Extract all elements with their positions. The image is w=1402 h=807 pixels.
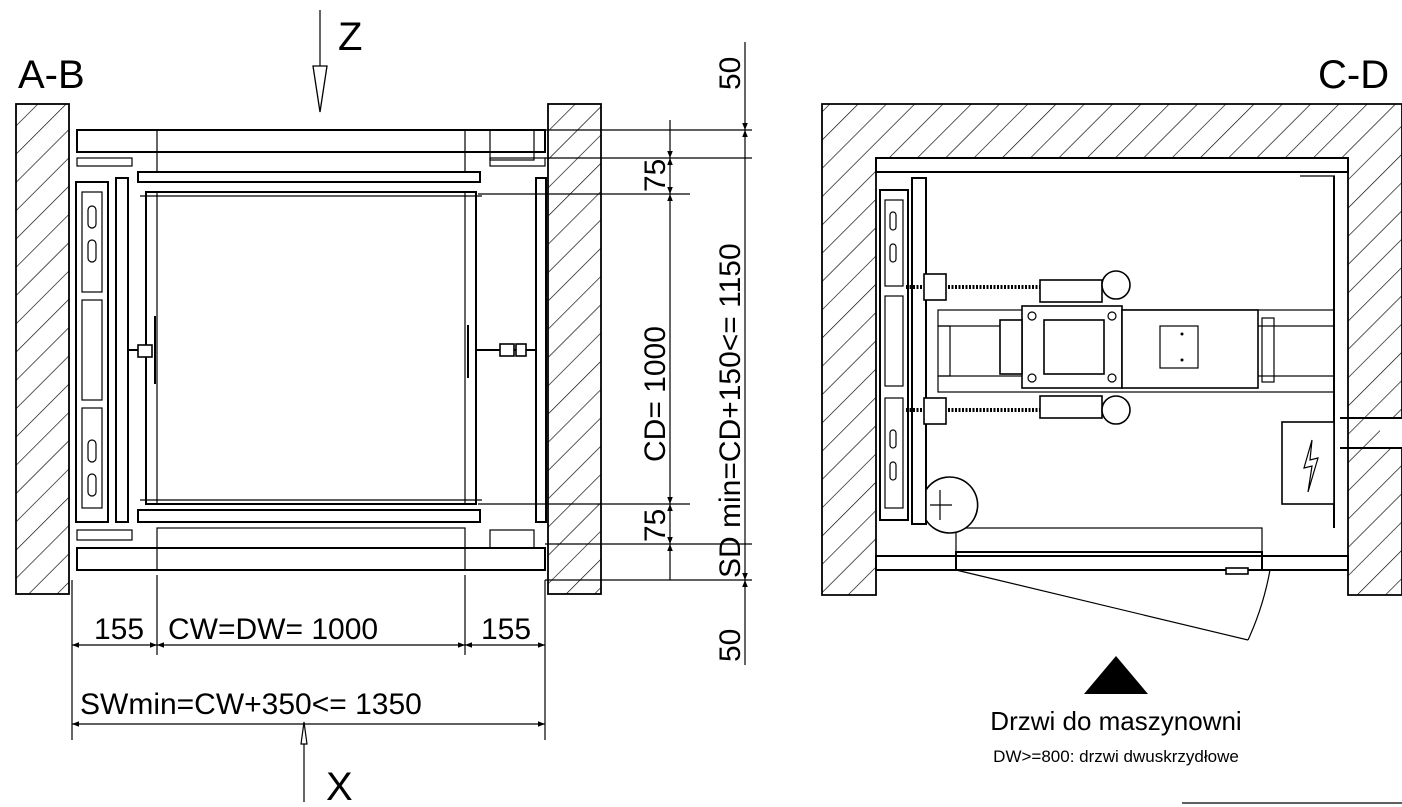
z-label: Z	[338, 15, 362, 59]
right-rail	[467, 177, 547, 523]
dim-left-side: 155	[94, 613, 144, 646]
door-caption: Drzwi do maszynowni	[990, 706, 1241, 736]
dim-top-inner: 75	[639, 159, 672, 192]
z-arrow-icon	[312, 10, 328, 113]
dim-cd: CD= 1000	[639, 326, 672, 462]
view-cd-title: C-D	[1318, 53, 1389, 97]
wall-right	[547, 103, 602, 595]
dim-bottom-gap: 50	[714, 629, 747, 662]
wall-left	[15, 103, 70, 595]
bottom-sill	[76, 509, 546, 571]
top-sill	[76, 129, 546, 183]
dim-top-gap: 50	[714, 57, 747, 90]
view-ab: A-B Z X	[15, 10, 752, 807]
dim-right-side: 155	[481, 613, 531, 646]
lamp-icon	[925, 476, 979, 534]
dim-sd-min: SD min=CD+150<= 1150	[714, 243, 747, 578]
width-dimensions	[71, 575, 546, 740]
traction-machine	[999, 305, 1259, 389]
view-ab-title: A-B	[18, 53, 85, 97]
view-cd: C-D	[821, 53, 1402, 804]
left-rail	[75, 177, 156, 523]
door-subcaption: DW>=800: drzwi dwuskrzydłowe	[993, 747, 1239, 766]
x-arrow-icon	[300, 721, 308, 802]
dim-cw-dw: CW=DW= 1000	[168, 613, 378, 646]
room-rail	[879, 177, 927, 525]
dim-bottom-inner: 75	[639, 509, 672, 542]
depth-dimensions	[478, 42, 752, 665]
tension-rods	[906, 270, 1131, 425]
car-outline	[140, 191, 482, 505]
electric-panel-icon	[1281, 421, 1335, 505]
dim-sw-min: SWmin=CW+350<= 1350	[80, 688, 422, 721]
x-label: X	[326, 765, 353, 807]
door-marker-icon	[1084, 656, 1148, 694]
door-swing	[955, 567, 1271, 641]
